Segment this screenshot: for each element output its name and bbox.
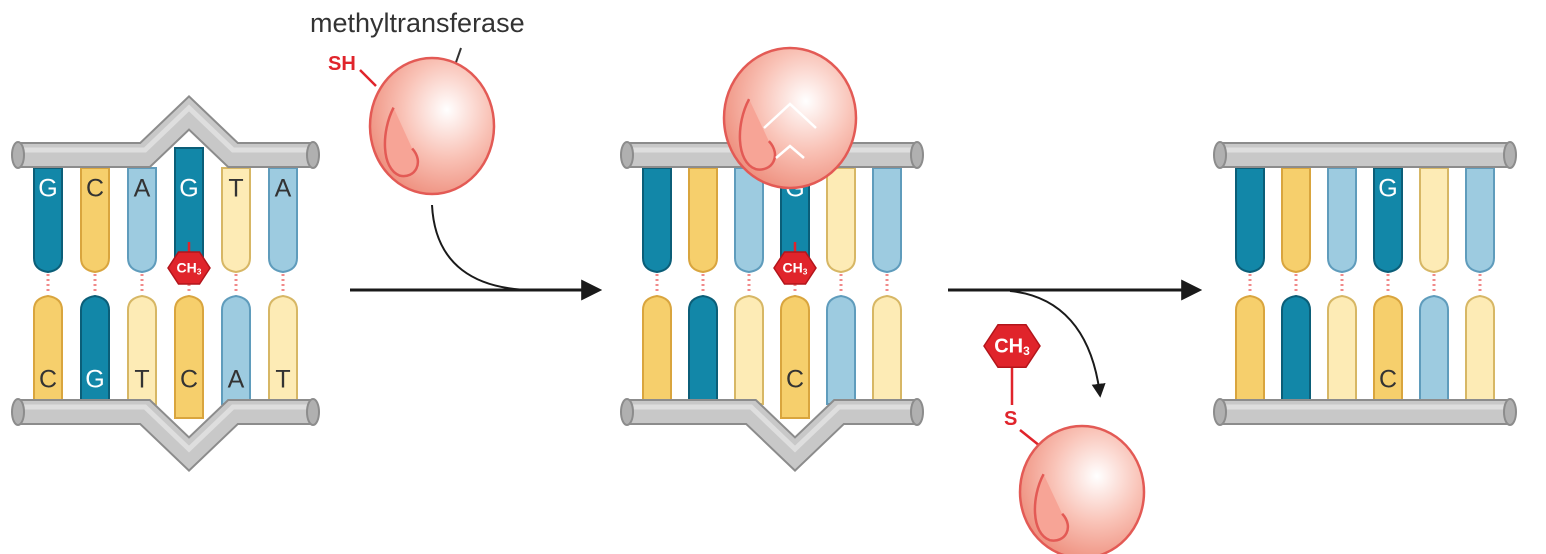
top-base-6	[268, 167, 298, 274]
bottom-base-3	[127, 294, 157, 405]
bottom-base-label: C	[786, 366, 804, 394]
bottom-base-6	[1465, 294, 1495, 405]
methyltransferase-enzyme	[368, 56, 496, 196]
bottom-base-6	[872, 294, 902, 405]
methyl-hexagon: CH3	[773, 242, 817, 285]
bottom-base-3	[734, 294, 764, 405]
top-base-1	[1235, 167, 1265, 274]
top-base-2	[80, 167, 110, 274]
bottom-base-5	[1419, 294, 1449, 405]
bottom-base-1	[33, 294, 63, 405]
thiol-bond	[359, 69, 377, 87]
bottom-base-6	[268, 294, 298, 405]
top-base-label: A	[275, 175, 292, 203]
bottom-base-label: T	[275, 366, 290, 394]
arrow-2	[948, 279, 1203, 398]
bottom-base-1	[1235, 294, 1265, 405]
methyl-hexagon: CH3	[167, 242, 211, 285]
top-base-label: G	[1378, 175, 1397, 203]
methyltransferase-group: methyltransferase SH	[310, 8, 525, 196]
bottom-base-label: C	[1379, 366, 1397, 394]
bottom-backbone	[11, 398, 320, 472]
dna-panel-2: GCCH3	[620, 141, 924, 472]
top-base-5	[221, 167, 251, 274]
svg-text:CH3: CH3	[994, 335, 1030, 358]
top-base-label: T	[228, 175, 243, 203]
top-base-5	[826, 167, 856, 274]
bottom-base-label: A	[228, 366, 245, 394]
bottom-base-1	[642, 294, 672, 405]
bottom-base-4	[1373, 294, 1403, 405]
bottom-base-label: T	[134, 366, 149, 394]
top-base-3	[734, 167, 764, 274]
dna-panel-3: GC	[1213, 141, 1517, 426]
top-base-6	[872, 167, 902, 274]
bottom-base-2	[80, 294, 110, 405]
top-base-label: C	[86, 175, 104, 203]
arrow-1	[350, 204, 603, 301]
svg-text:CH3: CH3	[783, 260, 808, 277]
bottom-backbone	[620, 398, 924, 472]
released-methyl-hexagon: CH3	[983, 323, 1041, 369]
bottom-base-4	[780, 294, 810, 419]
top-base-1	[642, 167, 672, 274]
bottom-base-4	[174, 294, 204, 419]
bottom-base-label: C	[180, 366, 198, 394]
top-backbone	[11, 95, 320, 169]
enzyme-release-curve	[1009, 290, 1106, 398]
top-base-5	[1419, 167, 1449, 274]
top-base-label: A	[134, 175, 151, 203]
top-base-label: G	[38, 175, 57, 203]
top-base-6	[1465, 167, 1495, 274]
enzyme-binding-curve	[431, 204, 536, 291]
top-base-label: G	[179, 175, 198, 203]
bound-enzyme	[722, 46, 858, 190]
bottom-base-label: G	[85, 366, 104, 394]
svg-text:CH3: CH3	[177, 260, 202, 277]
top-base-4	[1373, 167, 1403, 274]
released-enzyme-group: CH3 S	[983, 323, 1146, 554]
top-base-3	[127, 167, 157, 274]
top-base-2	[1281, 167, 1311, 274]
bottom-base-2	[1281, 294, 1311, 405]
bottom-base-label: C	[39, 366, 57, 394]
top-backbone	[1213, 141, 1517, 169]
bottom-base-5	[221, 294, 251, 405]
enzyme-label: methyltransferase	[310, 8, 525, 38]
bottom-backbone	[1213, 398, 1517, 426]
top-base-3	[1327, 167, 1357, 274]
top-base-1	[33, 167, 63, 274]
bottom-base-2	[688, 294, 718, 405]
sulfur-label: S	[1004, 408, 1017, 430]
top-base-2	[688, 167, 718, 274]
bottom-base-5	[826, 294, 856, 405]
sulfur-enzyme-bond	[1019, 429, 1041, 447]
thiol-label: SH	[328, 53, 356, 75]
bottom-base-3	[1327, 294, 1357, 405]
released-enzyme	[1018, 424, 1146, 554]
